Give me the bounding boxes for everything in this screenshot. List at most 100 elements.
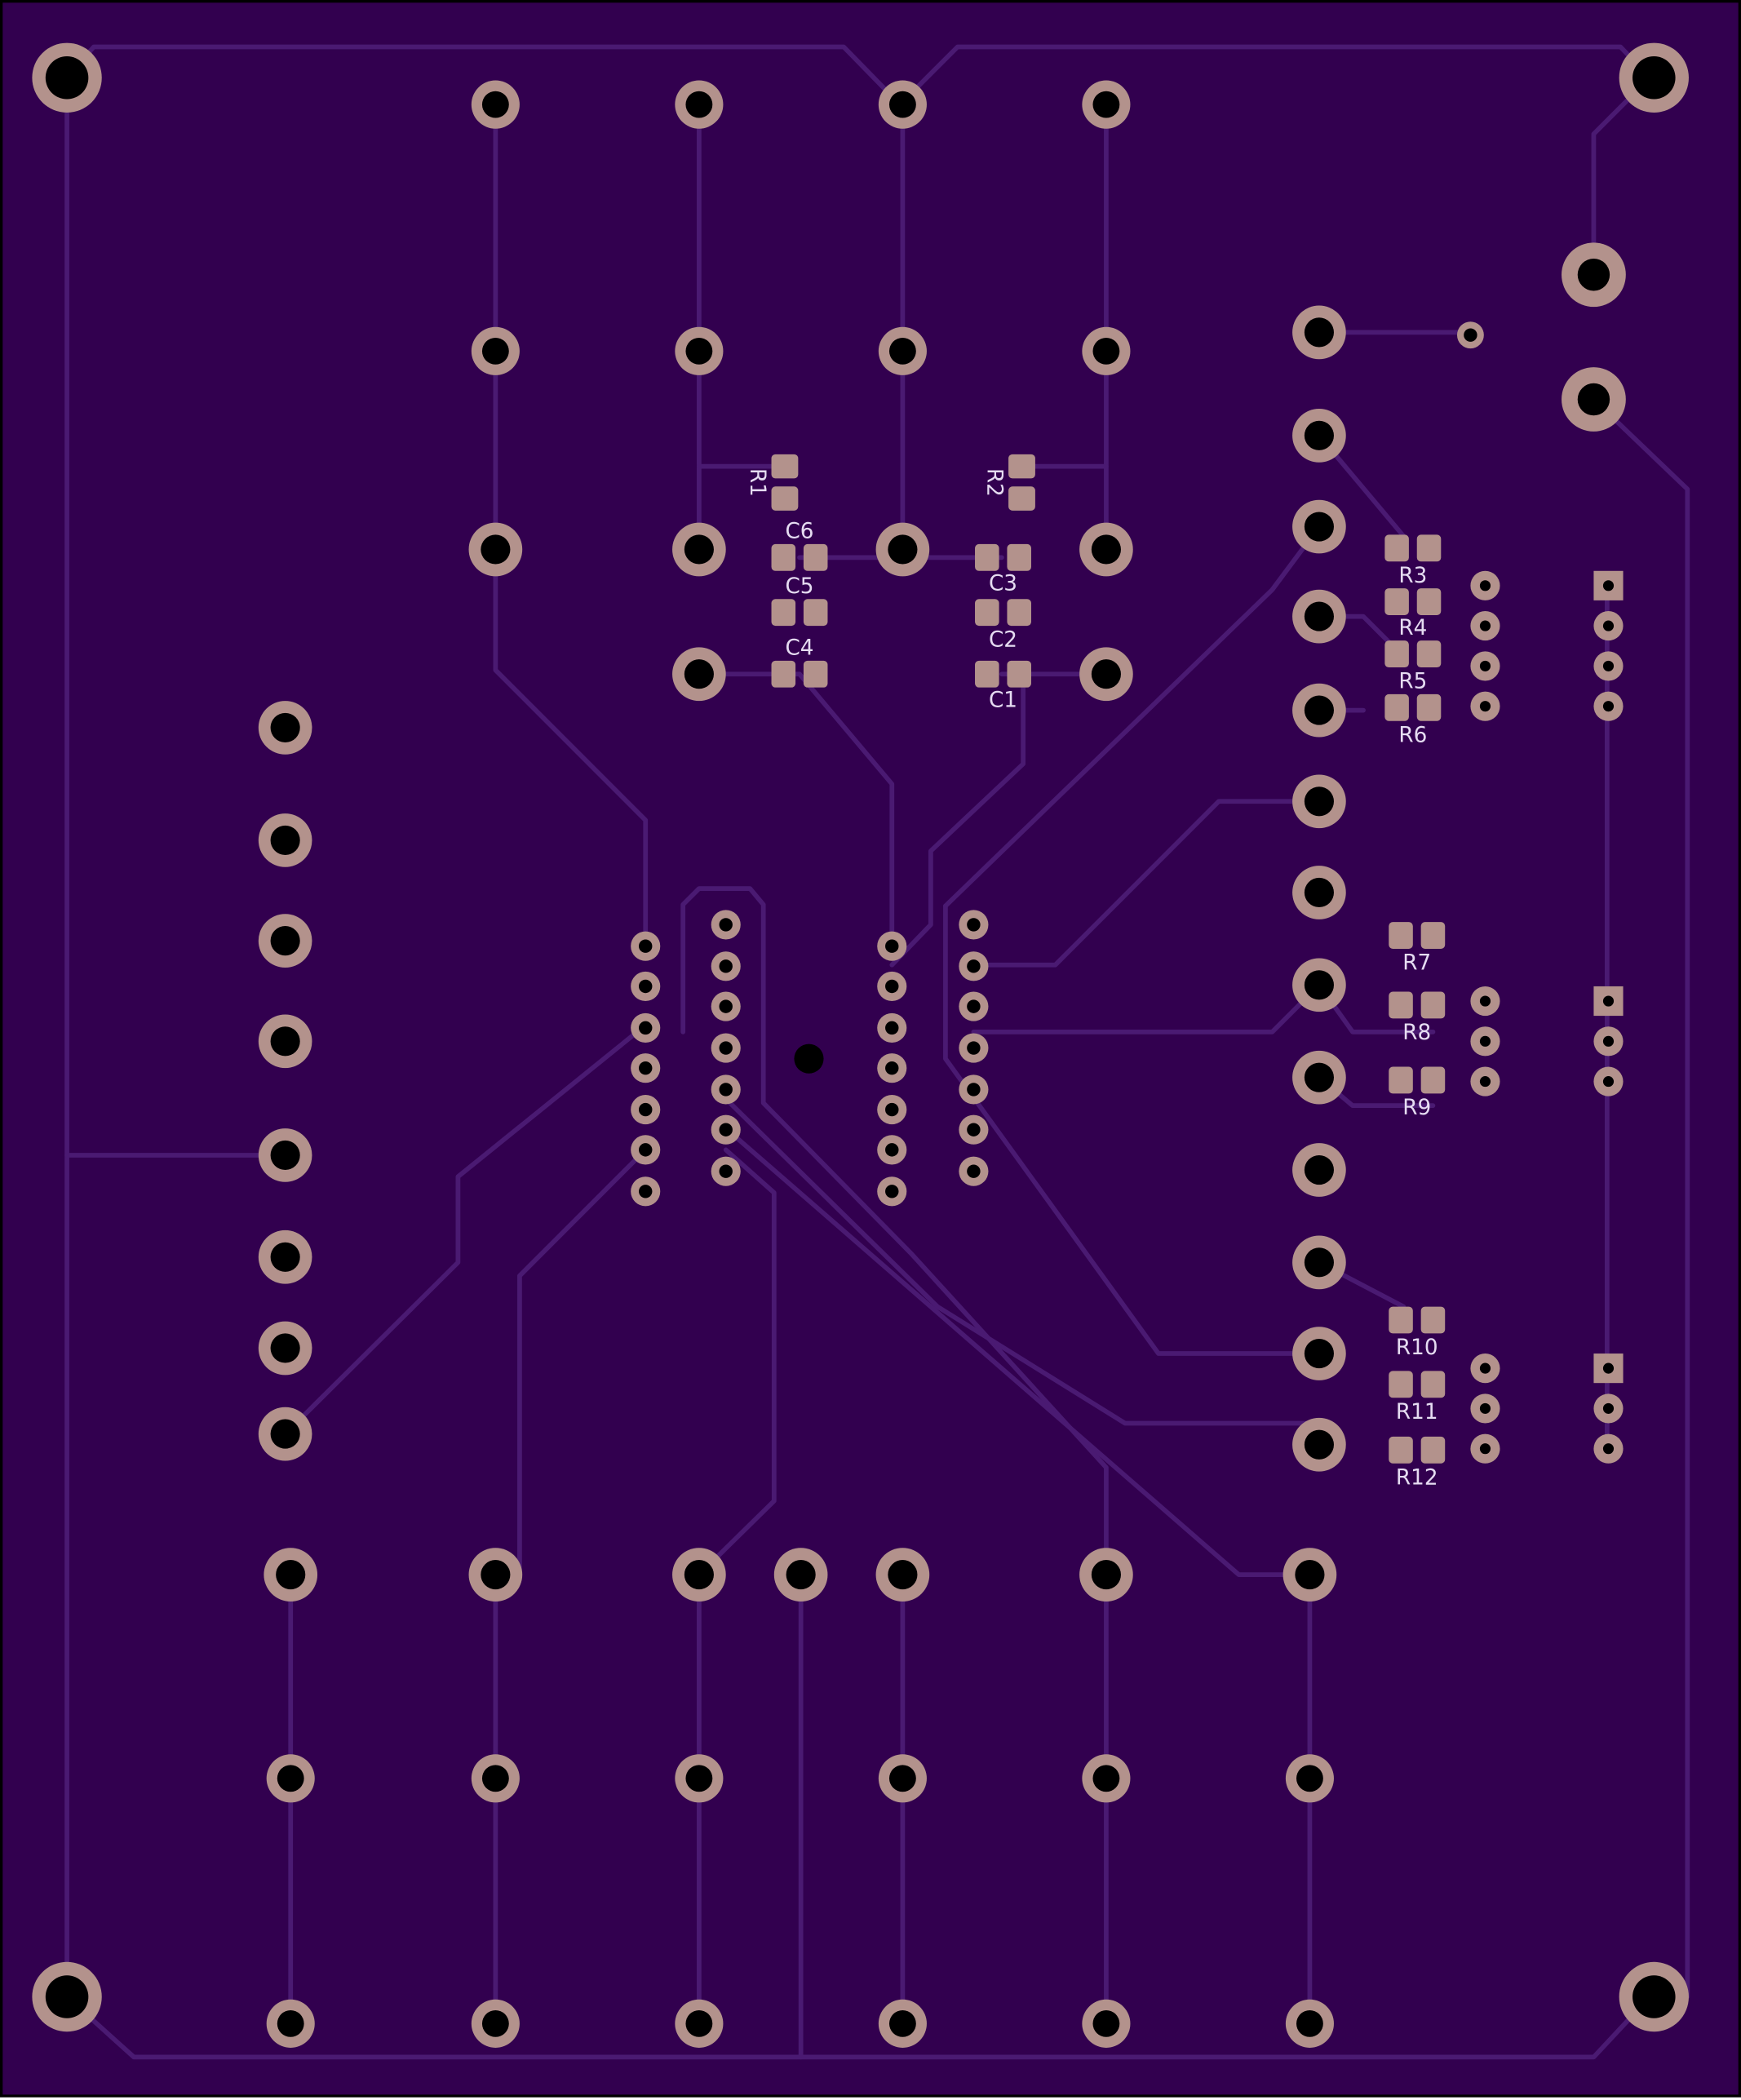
bottom-header-pad [266, 1999, 315, 2048]
left-connector-pad [258, 1128, 312, 1182]
pin-header-pad [1470, 651, 1500, 681]
ic-u2-pin [877, 971, 907, 1002]
label-r11: R11 [1396, 1400, 1438, 1424]
label-r7: R7 [1402, 951, 1431, 976]
header-pad [675, 326, 724, 375]
smd-component-pads [1389, 922, 1446, 949]
left-connector-pad [258, 1229, 312, 1284]
mounting-hole [32, 42, 102, 113]
label-r3: R3 [1398, 564, 1427, 588]
header-pad [1079, 647, 1133, 702]
label-r10: R10 [1396, 1336, 1438, 1360]
smd-component-pads [1389, 1306, 1446, 1334]
pin-header-pad [1470, 611, 1500, 641]
fiducial [794, 1043, 824, 1074]
smd-component-pads [1384, 588, 1442, 615]
right-connector-pad [1292, 866, 1346, 919]
header-pad [468, 522, 523, 577]
bottom-header-pad [878, 1754, 927, 1803]
right-connector-pad [1292, 409, 1346, 463]
ic-u2-pin [959, 1074, 989, 1105]
ic-u1-pin [711, 1033, 741, 1063]
ic-u2-pin [959, 910, 989, 940]
bottom-header-pad [675, 1754, 724, 1803]
label-r6: R6 [1398, 723, 1427, 747]
header-pad [878, 80, 927, 129]
pin-header-pad [1593, 1066, 1624, 1097]
bottom-header-pad [878, 1999, 927, 2048]
left-connector-pad [258, 813, 312, 867]
ic-u1-pin [711, 951, 741, 981]
smd-component-pads [1389, 1436, 1446, 1464]
ic-u1-pin [631, 931, 661, 961]
mounting-hole [1619, 42, 1689, 113]
left-connector-pad [258, 1321, 312, 1376]
pin-header-pad [1470, 1026, 1500, 1057]
smd-component-pads [975, 599, 1031, 627]
smd-component-pads [771, 599, 828, 627]
ic-u2-pin [877, 1135, 907, 1165]
header-pad [675, 80, 724, 129]
ic-u1-pin [711, 991, 741, 1021]
ic-u2-pin [877, 1012, 907, 1043]
bottom-header-pad [264, 1548, 318, 1602]
ic-u2-pin [877, 1095, 907, 1125]
pin-header-pad [1470, 1353, 1500, 1384]
left-connector-pad [258, 1407, 312, 1461]
header-pad [875, 522, 930, 577]
smd-component-pads [975, 543, 1031, 571]
ic-u1-pin [631, 1012, 661, 1043]
ic-u2-pin [877, 1176, 907, 1207]
label-c1: C1 [989, 689, 1017, 713]
right-connector-pad [1292, 1417, 1346, 1472]
bottom-header-pad [1082, 1754, 1131, 1803]
label-c3: C3 [989, 572, 1017, 596]
right-connector-pad [1292, 1050, 1346, 1105]
mounting-hole [1619, 1961, 1689, 2032]
label-r1: R1 [745, 468, 769, 497]
pin-header-pad [1470, 1066, 1500, 1097]
label-c2: C2 [989, 628, 1017, 653]
right-connector-pad [1292, 589, 1346, 644]
pin-header-pad [1470, 1433, 1500, 1464]
bottom-header-pad [471, 1999, 520, 2048]
ic-u1-pin [711, 910, 741, 940]
left-connector-pad [258, 914, 312, 968]
bottom-header-pad [773, 1548, 828, 1602]
right-connector-pad [1292, 774, 1346, 829]
ic-u1-pin [631, 1095, 661, 1125]
ic-u2-pin [959, 991, 989, 1021]
ic-u2-pin [877, 931, 907, 961]
smd-component-pads [1008, 454, 1035, 511]
label-r12: R12 [1396, 1465, 1438, 1490]
square-pin-1-pad [1593, 1353, 1624, 1384]
square-pin-1-pad [1593, 570, 1624, 600]
power-terminal-pad [1562, 242, 1626, 308]
bottom-header-pad [266, 1754, 315, 1803]
ic-u2-pin [877, 1053, 907, 1083]
smd-component-pads [1384, 534, 1442, 562]
header-pad [878, 326, 927, 375]
ic-u1-pin [631, 1053, 661, 1083]
bottom-header-pad [1079, 1548, 1133, 1602]
smd-component-pads [1389, 991, 1446, 1019]
left-connector-pad [258, 701, 312, 755]
right-connector-pad [1292, 305, 1346, 360]
label-r2: R2 [982, 468, 1007, 497]
label-c6: C6 [785, 520, 813, 544]
square-pin-1-pad [1593, 986, 1624, 1017]
bottom-header-pad [672, 1548, 726, 1602]
header-pad [1079, 522, 1133, 577]
ic-u1-pin [631, 971, 661, 1002]
ic-u2-pin [959, 951, 989, 981]
ic-u1-pin [711, 1114, 741, 1145]
ic-u1-pin [711, 1156, 741, 1186]
label-r5: R5 [1398, 670, 1427, 694]
power-terminal-pad [1562, 367, 1626, 432]
pin-header-pad [1593, 1026, 1624, 1057]
pin-header-pad [1593, 611, 1624, 641]
bottom-header-pad [1282, 1548, 1337, 1602]
right-connector-pad [1292, 1143, 1346, 1197]
right-connector-pad [1292, 499, 1346, 554]
